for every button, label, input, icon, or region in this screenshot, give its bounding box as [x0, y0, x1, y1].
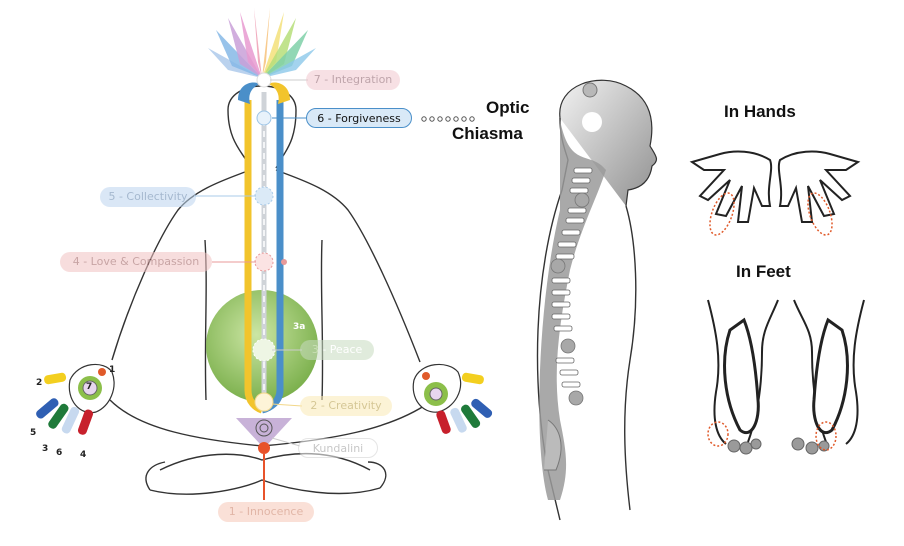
connector-dots: [421, 116, 475, 122]
finger-number-7: 7: [86, 382, 93, 392]
meditating-figure: [36, 8, 493, 500]
finger-number-1: 1: [109, 365, 116, 375]
spine-profile: [536, 79, 658, 521]
chakra-label-2: 2 - Creativity: [300, 396, 392, 416]
toes-icon: [727, 437, 830, 455]
finger-number-3: 3: [42, 444, 49, 454]
chakra-label-6: 6 - Forgiveness: [306, 108, 412, 128]
hands-illustration: [689, 150, 861, 223]
finger-number-4: 4: [80, 450, 87, 460]
chakra-label-4: 4 - Love & Compassion: [60, 252, 212, 272]
optic-label-line1: Optic: [486, 98, 530, 117]
finger-number-6: 6: [56, 448, 63, 458]
kundalini-label: Kundalini: [298, 438, 378, 458]
chakra-label-3a: 3a: [293, 322, 306, 332]
crown-lotus-icon: [208, 8, 316, 78]
feet-illustration: [707, 299, 865, 445]
chakra-label-7: 7 - Integration: [306, 70, 400, 90]
chakra-label-5: 5 - Collectivity: [100, 187, 196, 207]
right-hand-icon: [412, 363, 493, 434]
finger-number-2: 2: [36, 378, 43, 388]
chakra-label-3: 3 - Peace: [300, 340, 374, 360]
optic-label-line2: Chiasma: [452, 124, 523, 143]
sacrum-icon: [236, 418, 292, 444]
in-hands-title: In Hands: [724, 102, 796, 121]
left-hand-icon: [36, 363, 115, 435]
innocence-node: [258, 442, 270, 454]
in-feet-title: In Feet: [736, 262, 791, 281]
feet-markers: [707, 421, 837, 451]
hand-markers: [709, 192, 833, 236]
chakra-label-1: 1 - Innocence: [218, 502, 314, 522]
finger-number-5: 5: [30, 428, 37, 438]
